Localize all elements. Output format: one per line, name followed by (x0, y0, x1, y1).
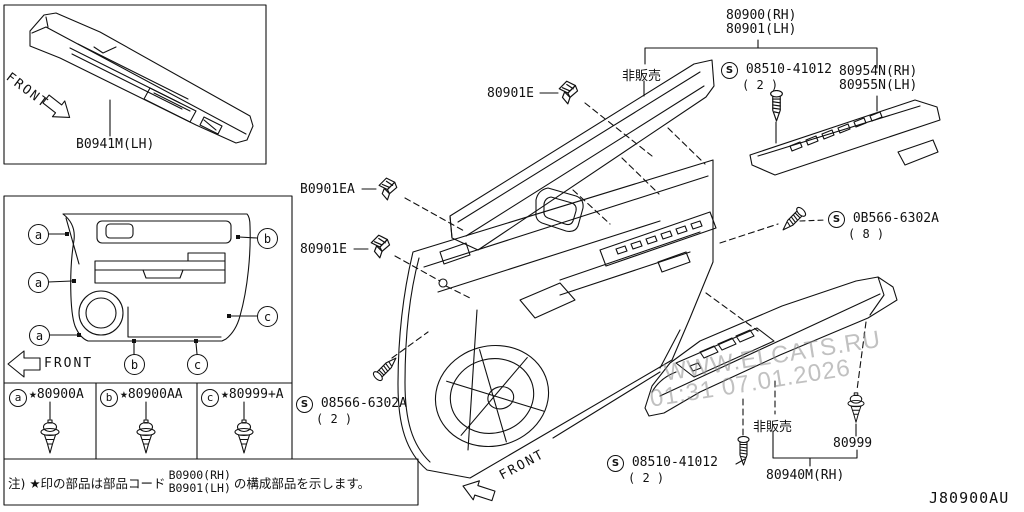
part-label-screw-right[interactable]: S 0B566-6302A (828, 211, 939, 228)
diagram-code: J80900AU (929, 489, 1010, 507)
not-sold-label-top: 非販売 (622, 69, 662, 84)
front-label-inset2: FRONT (44, 356, 94, 371)
fastener-marker-c: c (257, 306, 278, 327)
part-label-80900rh[interactable]: 80900(RH) (726, 8, 797, 23)
legend-letter-b: b (100, 388, 118, 407)
note-prefix: 注) ★印の部品は部品コード (8, 475, 166, 491)
note-suffix: の構成部品を示します。 (233, 475, 371, 491)
note-text: 注) ★印の部品は部品コード B0900(RH) B0901(LH) の構成部品… (8, 461, 414, 503)
clip-icon-80999 (847, 392, 865, 423)
s-circle-icon: S (828, 211, 845, 228)
legend-code-80900aa[interactable]: ★80900AA (120, 387, 183, 402)
clip-icon-80901e-left (370, 234, 391, 259)
part-label-80901e-top[interactable]: 80901E (487, 86, 534, 101)
qty-label-screw-bottom: ( 2 ) (628, 471, 665, 485)
sill-strip-80954n (749, 99, 941, 176)
clip-icon-b0901ea (378, 177, 398, 201)
screw-icon-top (770, 90, 783, 122)
note-code-lh: B0901(LH) (168, 481, 231, 495)
qty-label-screw-left: ( 2 ) (316, 412, 353, 426)
fastener-icons (370, 80, 865, 466)
part-label-80955n[interactable]: 80955N(LH) (839, 78, 918, 93)
s-circle-icon: S (721, 62, 738, 79)
fastener-marker-b: b (124, 354, 145, 375)
screw-icon-left (371, 353, 401, 383)
part-label-80901lh[interactable]: 80901(LH) (726, 22, 797, 37)
legend-cell-b[interactable]: b★80900AA (100, 387, 183, 407)
fastener-marker-a: a (28, 272, 49, 293)
part-label-80954n[interactable]: 80954N(RH) (839, 64, 918, 79)
fastener-marker-a: a (29, 325, 50, 346)
legend-code-80999a[interactable]: ★80999+A (221, 387, 284, 402)
part-label-screw-left[interactable]: S 08566-6302A (296, 396, 407, 413)
screw-icon-right (778, 205, 808, 235)
s-circle-icon: S (607, 455, 624, 472)
legend-letter-a: a (9, 388, 27, 407)
door-trim-panel (397, 159, 717, 479)
legend-cell-a[interactable]: a★80900A (9, 387, 84, 407)
part-label-80940m[interactable]: 80940M(RH) (766, 468, 845, 483)
screw-icon-bottom (737, 436, 750, 466)
note-code-rh: B0900(RH) (168, 468, 231, 482)
s-circle-icon: S (296, 396, 313, 413)
part-label-b0901ea[interactable]: B0901EA (300, 182, 355, 197)
assembly-dashed-lines (391, 102, 867, 437)
qty-label-screw-right: ( 8 ) (848, 227, 885, 241)
armrest-80940m (644, 276, 898, 417)
front-arrow-main (462, 480, 496, 502)
clip-icon-80901e-top (558, 80, 579, 105)
part-label-b0941m[interactable]: B0941M(LH) (76, 137, 155, 152)
speaker-grille (434, 344, 550, 448)
part-label-screw-bottom[interactable]: S 08510-41012 (607, 455, 718, 472)
fastener-marker-c: c (187, 354, 208, 375)
part-label-80901e-left[interactable]: 80901E (300, 242, 347, 257)
upper-garnish-strip (449, 59, 715, 251)
legend-cell-c[interactable]: c★80999+A (201, 387, 284, 407)
legend-code-80900a[interactable]: ★80900A (29, 387, 84, 402)
trim-rear-view-drawing (7, 213, 258, 378)
fastener-marker-a: a (28, 224, 49, 245)
legend-letter-c: c (201, 388, 219, 407)
qty-label-screw-top: ( 2 ) (742, 78, 779, 92)
not-sold-label-bottom: 非販売 (753, 420, 793, 435)
finisher-part-drawing (29, 12, 254, 144)
part-label-80999[interactable]: 80999 (833, 436, 873, 451)
part-label-screw-top[interactable]: S 08510-41012 (721, 62, 832, 79)
fastener-marker-b: b (257, 228, 278, 249)
legend-clip-icons (40, 401, 254, 454)
